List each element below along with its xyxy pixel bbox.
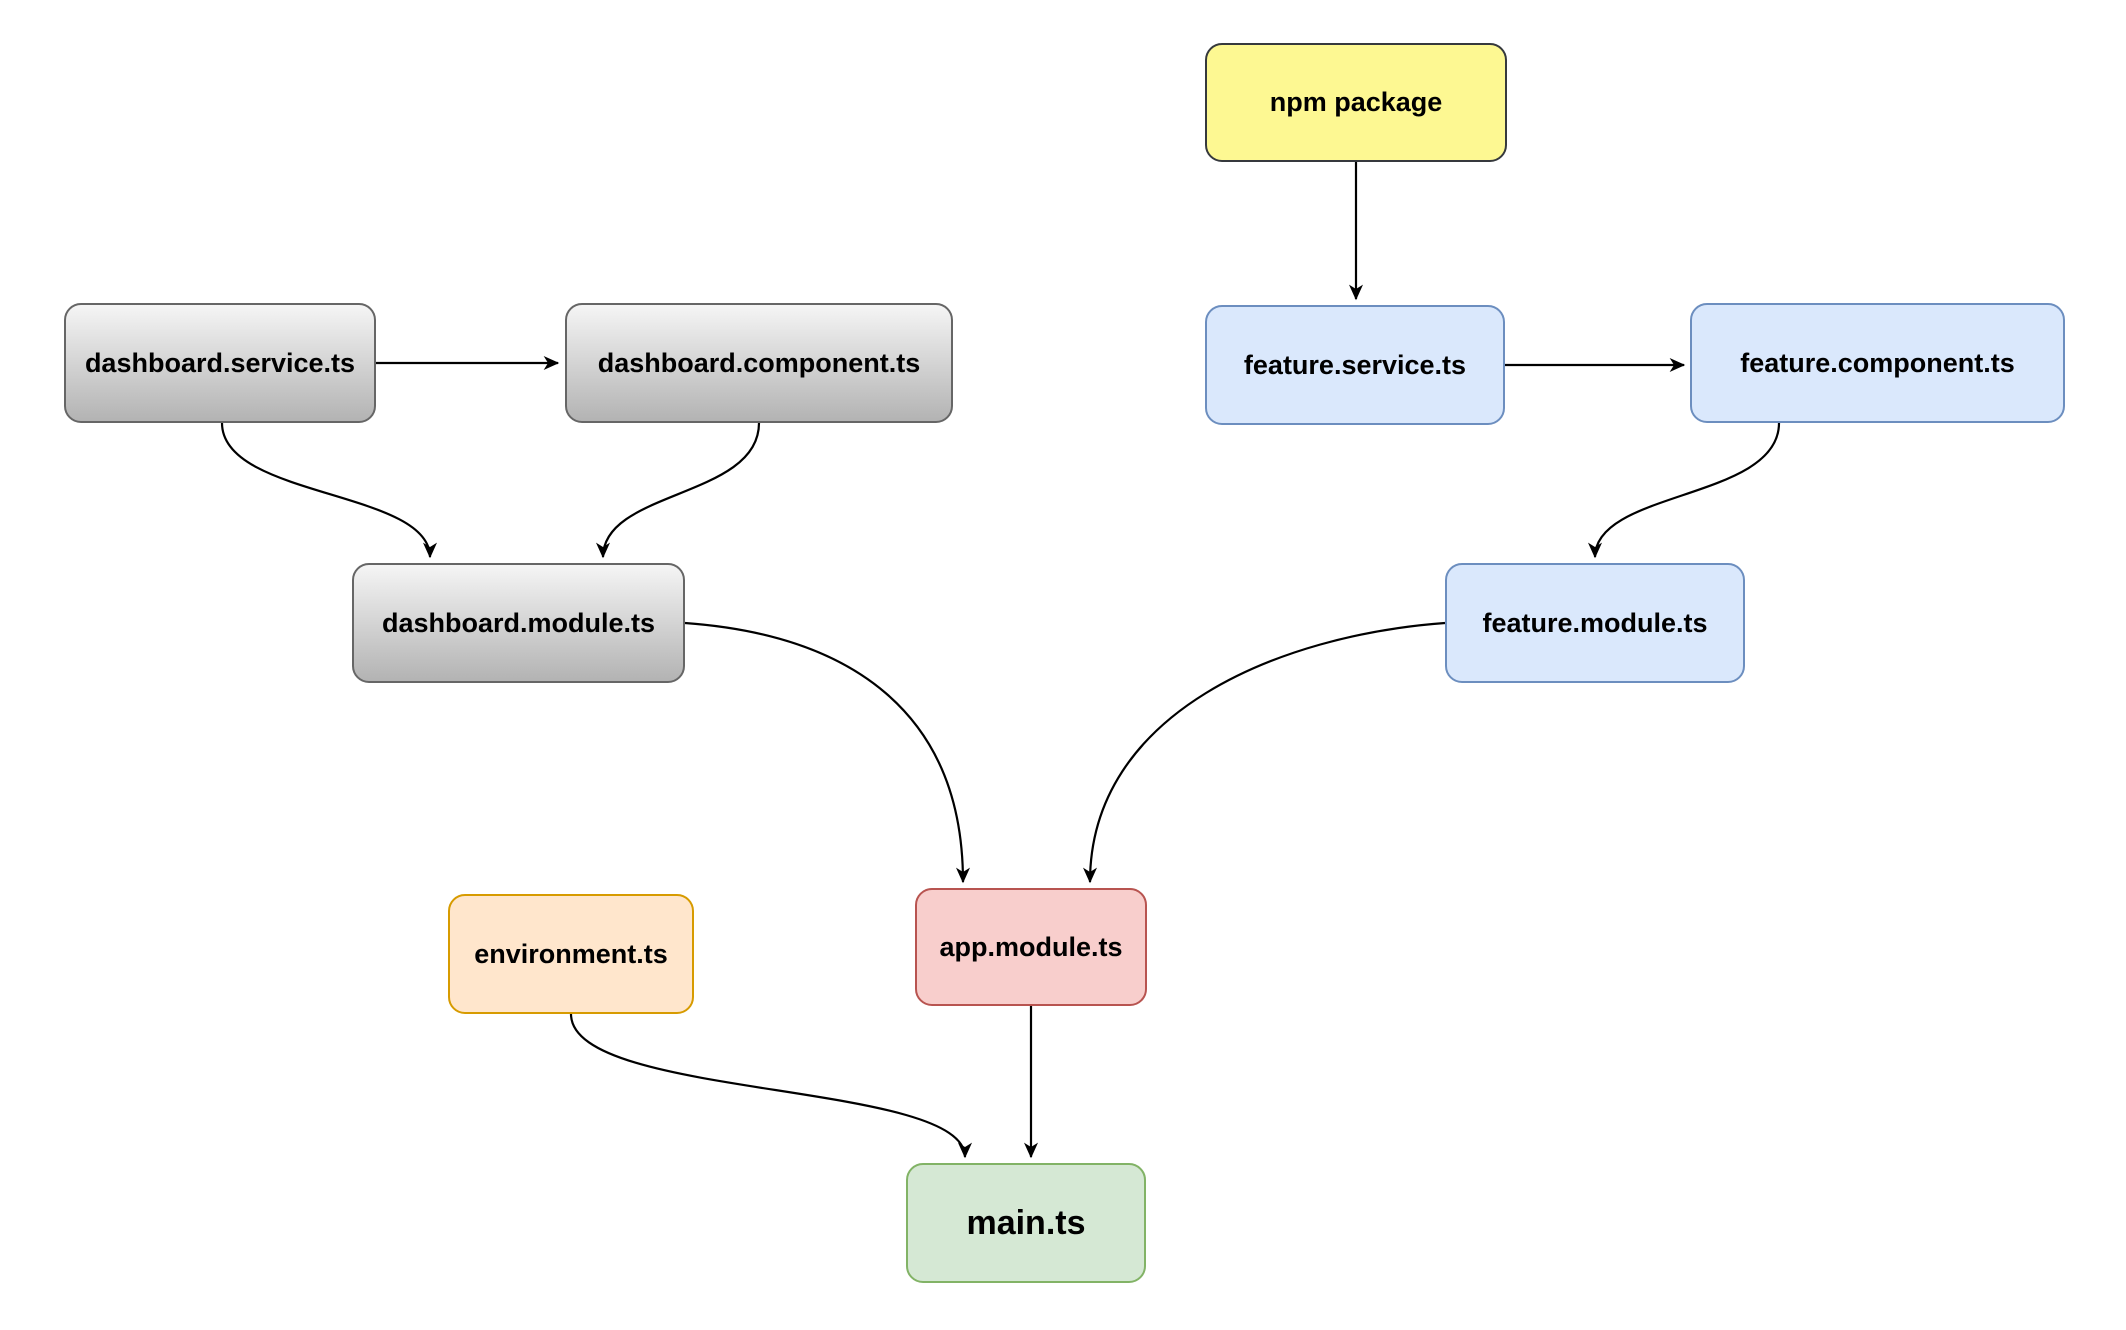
node-dashboard-service: dashboard.service.ts (64, 303, 376, 423)
node-label-dashboard-module: dashboard.module.ts (381, 607, 656, 638)
node-feature-module: feature.module.ts (1445, 563, 1745, 683)
edge-feature-module-to-app-module (1083, 621, 1446, 884)
edge-dashboard-component-to-dashboard-module (596, 422, 761, 559)
node-feature-service: feature.service.ts (1205, 305, 1505, 425)
node-label-environment: environment.ts (474, 938, 668, 969)
node-dashboard-component: dashboard.component.ts (565, 303, 953, 423)
node-label-dashboard-service: dashboard.service.ts (84, 347, 356, 378)
edge-dashboard-service-to-dashboard-module (220, 422, 437, 559)
node-feature-component: feature.component.ts (1690, 303, 2065, 423)
node-app-module: app.module.ts (915, 888, 1147, 1006)
node-main: main.ts (906, 1163, 1146, 1283)
edge-dashboard-module-to-app-module (684, 621, 971, 884)
node-label-main: main.ts (966, 1203, 1086, 1242)
node-label-npm-package: npm package (1269, 87, 1443, 118)
edge-feature-component-to-feature-module (1588, 422, 1781, 559)
node-npm-package: npm package (1205, 43, 1507, 162)
node-dashboard-module: dashboard.module.ts (352, 563, 685, 683)
node-label-feature-component: feature.component.ts (1740, 347, 2015, 378)
node-environment: environment.ts (448, 894, 694, 1014)
node-label-dashboard-component: dashboard.component.ts (597, 347, 921, 378)
node-label-feature-service: feature.service.ts (1243, 349, 1467, 380)
node-label-app-module: app.module.ts (939, 931, 1123, 962)
node-label-feature-module: feature.module.ts (1482, 607, 1708, 638)
edge-environment-to-main (569, 1013, 972, 1159)
